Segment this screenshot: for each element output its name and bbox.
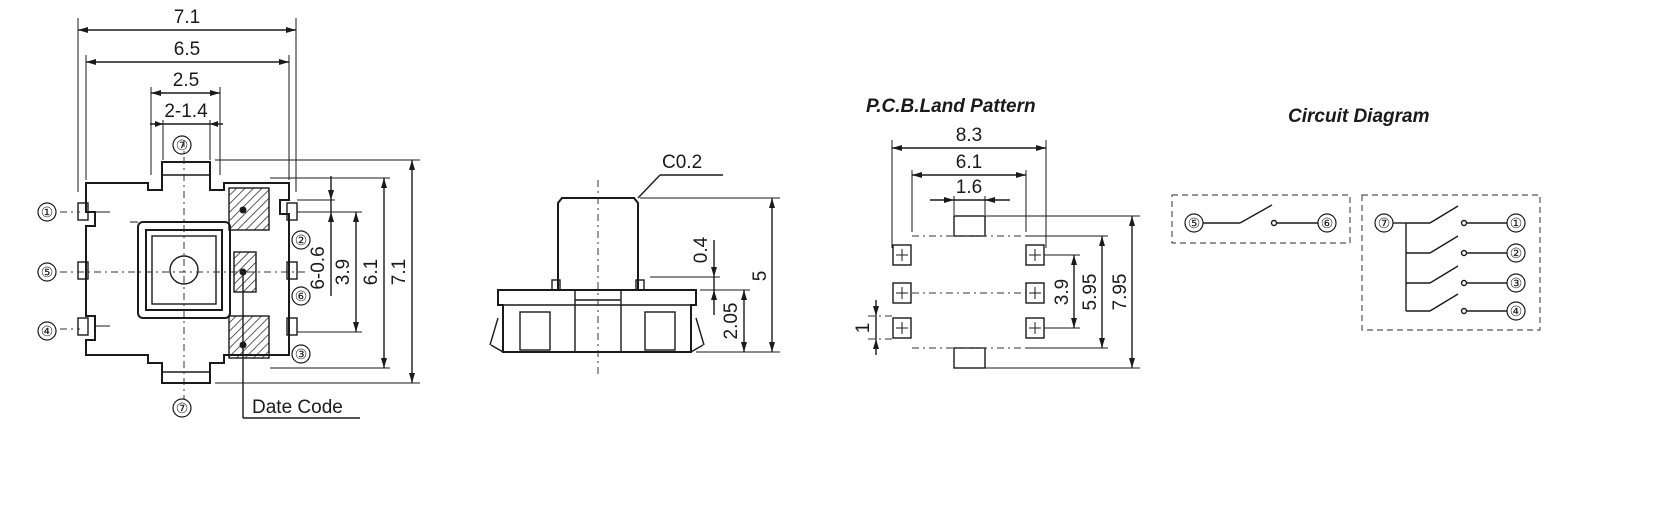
pin-4-label: ④ — [41, 323, 54, 339]
pcb-dim-1: 1 — [853, 323, 874, 334]
pin-5-label: ⑤ — [41, 264, 54, 280]
pin-6-label: ⑥ — [295, 288, 308, 304]
circuit-pin-3: ③ — [1510, 275, 1523, 291]
circuit-pin-4: ④ — [1510, 303, 1523, 319]
pcb-pad-bottom — [953, 347, 986, 369]
circuit-box-right — [1361, 194, 1541, 331]
circuit-diagram: Circuit Diagram ⑤ ⑥ ⑦ ① — [1171, 106, 1541, 331]
dim-3-9: 3.9 — [333, 259, 354, 285]
circuit-pin-5: ⑤ — [1188, 215, 1201, 231]
dim-2-05: 2.05 — [721, 303, 742, 340]
circuit-pin-2: ② — [1510, 245, 1523, 261]
switch-body-outline — [85, 161, 290, 384]
side-view: C0.2 5 0.4 2.05 — [489, 152, 780, 378]
circuit-pin-1: ① — [1510, 215, 1523, 231]
pcb-pad-top — [953, 215, 986, 237]
pin-7-top-label: ⑦ — [176, 137, 189, 153]
dim-actuator: 2.5 — [173, 70, 199, 91]
pcb-title: P.C.B.Land Pattern — [866, 96, 1036, 117]
pcb-land-pattern: P.C.B.Land Pattern 8.3 6.1 1.6 — [853, 96, 1140, 369]
top-view: 7.1 6.5 2.5 2-1.4 ⑦ — [37, 7, 420, 419]
pin-1-label: ① — [41, 204, 54, 220]
dim-height-outer: 7.1 — [389, 259, 410, 285]
dim-width-outer: 7.1 — [174, 7, 200, 28]
pin-3-label: ③ — [295, 346, 308, 362]
dim-width-inner: 6.5 — [174, 39, 200, 60]
circuit-pin-6: ⑥ — [1321, 215, 1334, 231]
dim-pin-pitch: 6-0.6 — [308, 246, 329, 289]
dim-0-4: 0.4 — [691, 236, 712, 263]
pcb-dim-6-1: 6.1 — [956, 152, 982, 173]
circuit-pin-7: ⑦ — [1378, 215, 1391, 231]
dim-5: 5 — [750, 271, 771, 282]
pcb-dim-5-95: 5.95 — [1080, 274, 1101, 311]
pin-7-bottom-label: ⑦ — [176, 400, 189, 416]
pin-2-label: ② — [295, 232, 308, 248]
pcb-dim-7-95: 7.95 — [1110, 274, 1131, 311]
hatch-contact-top — [228, 187, 270, 231]
pcb-dim-3-9: 3.9 — [1052, 279, 1073, 305]
date-code-label: Date Code — [252, 397, 343, 418]
circuit-box-left — [1171, 194, 1351, 244]
pcb-pads-left — [892, 244, 912, 339]
circuit-title: Circuit Diagram — [1288, 106, 1430, 127]
chamfer-label: C0.2 — [662, 152, 702, 173]
dim-pin-width: 2-1.4 — [164, 101, 208, 122]
hatch-contact-bottom — [228, 315, 270, 359]
pcb-dim-1-6: 1.6 — [956, 177, 982, 198]
pcb-dim-8-3: 8.3 — [956, 125, 982, 146]
dim-6-1: 6.1 — [361, 259, 382, 285]
pin-7-top-marker — [172, 135, 192, 155]
